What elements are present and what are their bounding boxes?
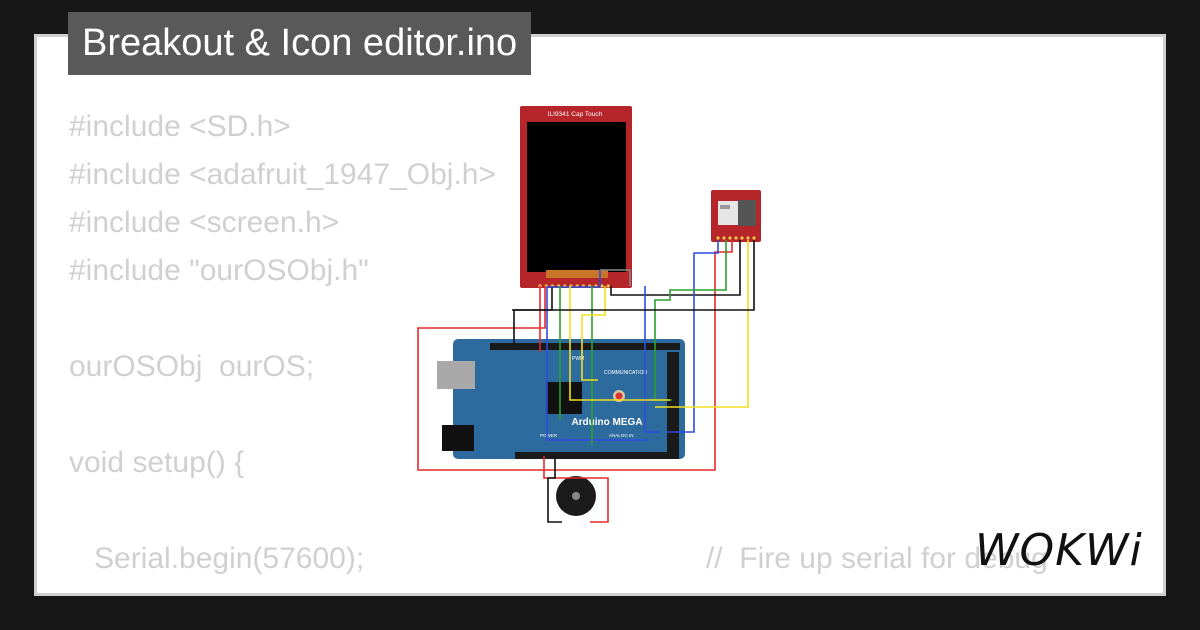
code-preview: #include <SD.h> #include <adafruit_1947_… <box>69 103 1048 593</box>
board-comm-label: COMMUNICATION <box>604 370 647 376</box>
pin <box>716 236 720 240</box>
display-label: ILI9341 Cap Touch <box>548 111 603 118</box>
tft-display: ILI9341 Cap Touch <box>520 106 632 288</box>
board-analog-label: ANALOG IN <box>609 433 634 438</box>
wire-yellow <box>655 240 749 408</box>
wire-red <box>543 456 609 523</box>
piezo-buzzer <box>556 476 596 516</box>
wire-yellow <box>569 286 670 401</box>
pin <box>752 236 756 240</box>
board-label: Arduino MEGA <box>571 417 642 428</box>
wire-blue <box>644 286 660 433</box>
wire-blue <box>546 270 648 441</box>
pin <box>734 236 738 240</box>
code-line: #include "ourOSObj.h" <box>69 254 369 287</box>
arduino-mega-board: Arduino MEGA PWM COMMUNICATION POWER ANA… <box>437 339 685 459</box>
wire-red <box>417 240 733 471</box>
board-power-label: POWER <box>540 433 558 438</box>
code-line: if (!initScreen(ADAFRUIT_1947,ADA_1947_S… <box>69 590 1047 593</box>
pin <box>728 236 732 240</box>
code-line: #include <screen.h> <box>69 206 340 239</box>
pin <box>722 236 726 240</box>
wire-black <box>547 456 562 523</box>
wire-yellow <box>581 286 606 381</box>
wires <box>417 240 755 523</box>
pin <box>740 236 744 240</box>
wokwi-logo: WOKWi <box>975 525 1143 576</box>
wire-gray <box>600 269 631 286</box>
wokwi-logo-text: WOKWi <box>975 525 1143 576</box>
code-line: #include <SD.h> <box>69 110 291 143</box>
pin <box>600 284 604 288</box>
code-line: #include <adafruit_1947_Obj.h> <box>69 158 497 191</box>
board-pwm-label: PWM <box>572 356 584 362</box>
wire-black <box>610 240 741 296</box>
code-line: Serial.begin(57600); // Fire up serial f… <box>69 542 1048 575</box>
sd-card-module <box>711 190 761 242</box>
wire-blue <box>666 240 719 433</box>
code-line: void setup() { <box>69 446 245 479</box>
project-title: Breakout & Icon editor.ino <box>68 12 532 75</box>
wire-black <box>648 240 755 311</box>
pin <box>606 284 610 288</box>
pin <box>746 236 750 240</box>
code-line: ourOSObj ourOS; <box>69 350 315 383</box>
